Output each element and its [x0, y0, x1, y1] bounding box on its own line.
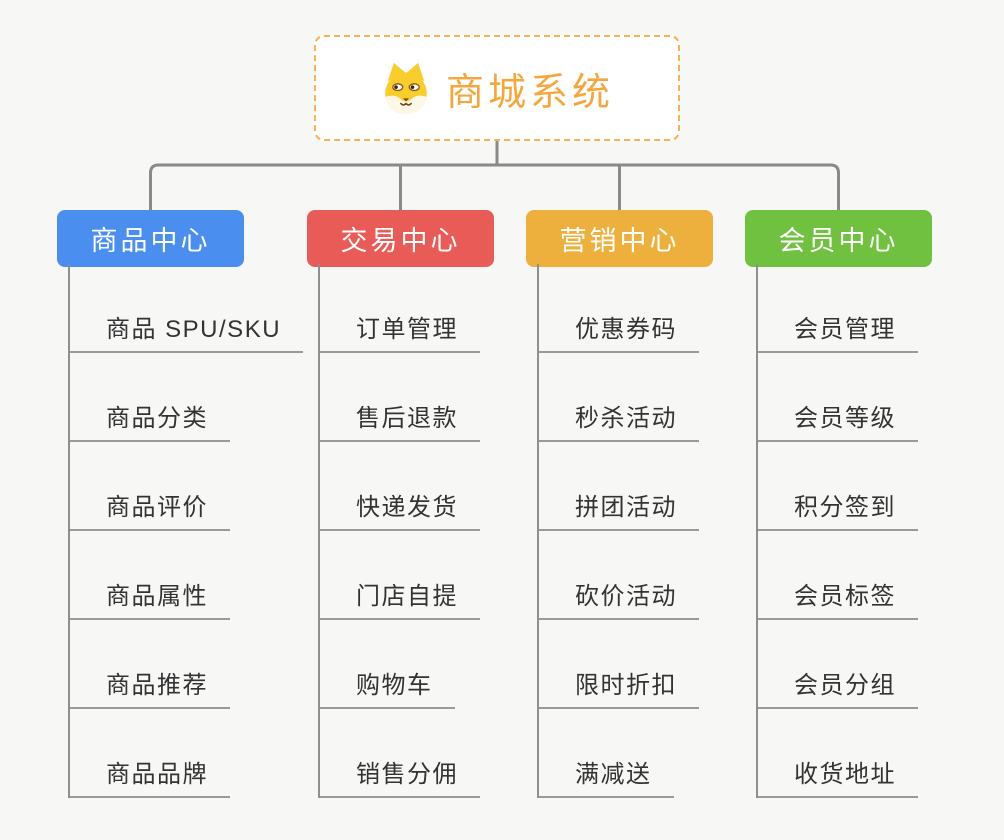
leaf-node[interactable]: 售后退款 — [320, 353, 480, 442]
leaf-node[interactable]: 限时折扣 — [539, 620, 699, 709]
branch-node-product-center[interactable]: 商品中心 — [57, 210, 244, 267]
leaf-node[interactable]: 积分签到 — [758, 442, 918, 531]
leaf-node[interactable]: 会员等级 — [758, 353, 918, 442]
branch-node-trade-center[interactable]: 交易中心 — [307, 210, 494, 267]
leaf-node[interactable]: 收货地址 — [758, 709, 918, 798]
branch-node-member-center[interactable]: 会员中心 — [745, 210, 932, 267]
leaf-node[interactable]: 优惠券码 — [539, 264, 699, 353]
branch-label: 会员中心 — [778, 226, 899, 256]
branch-product-leaf-list: 商品 SPU/SKU 商品分类 商品评价 商品属性 商品推荐 商品品牌 — [68, 264, 304, 798]
leaf-node[interactable]: 会员标签 — [758, 531, 918, 620]
root-node[interactable]: 商城系统 — [314, 35, 680, 141]
branch-node-marketing-center[interactable]: 营销中心 — [526, 210, 713, 267]
branch-label: 交易中心 — [340, 226, 461, 256]
leaf-node[interactable]: 商品 SPU/SKU — [70, 264, 304, 353]
leaf-node[interactable]: 订单管理 — [320, 264, 480, 353]
leaf-node[interactable]: 购物车 — [320, 620, 480, 709]
leaf-node[interactable]: 销售分佣 — [320, 709, 480, 798]
branch-label: 商品中心 — [90, 226, 211, 256]
leaf-node[interactable]: 快递发货 — [320, 442, 480, 531]
leaf-node[interactable]: 会员分组 — [758, 620, 918, 709]
leaf-node[interactable]: 秒杀活动 — [539, 353, 699, 442]
leaf-node[interactable]: 商品评价 — [70, 442, 303, 531]
leaf-node[interactable]: 商品推荐 — [70, 620, 303, 709]
leaf-node[interactable]: 满减送 — [539, 709, 699, 798]
leaf-node[interactable]: 商品品牌 — [70, 709, 303, 798]
leaf-node[interactable]: 商品分类 — [70, 353, 303, 442]
branch-label: 营销中心 — [559, 226, 680, 256]
leaf-node[interactable]: 会员管理 — [758, 264, 918, 353]
root-title: 商城系统 — [445, 71, 614, 114]
leaf-node[interactable]: 拼团活动 — [539, 442, 699, 531]
branch-member-leaf-list: 会员管理 会员等级 积分签到 会员标签 会员分组 收货地址 — [756, 264, 918, 798]
dog-face-icon — [380, 60, 432, 116]
leaf-node[interactable]: 砍价活动 — [539, 531, 699, 620]
leaf-node[interactable]: 门店自提 — [320, 531, 480, 620]
branch-marketing-leaf-list: 优惠券码 秒杀活动 拼团活动 砍价活动 限时折扣 满减送 — [537, 264, 699, 798]
leaf-node[interactable]: 商品属性 — [70, 531, 303, 620]
branch-trade-leaf-list: 订单管理 售后退款 快递发货 门店自提 购物车 销售分佣 — [318, 264, 480, 798]
